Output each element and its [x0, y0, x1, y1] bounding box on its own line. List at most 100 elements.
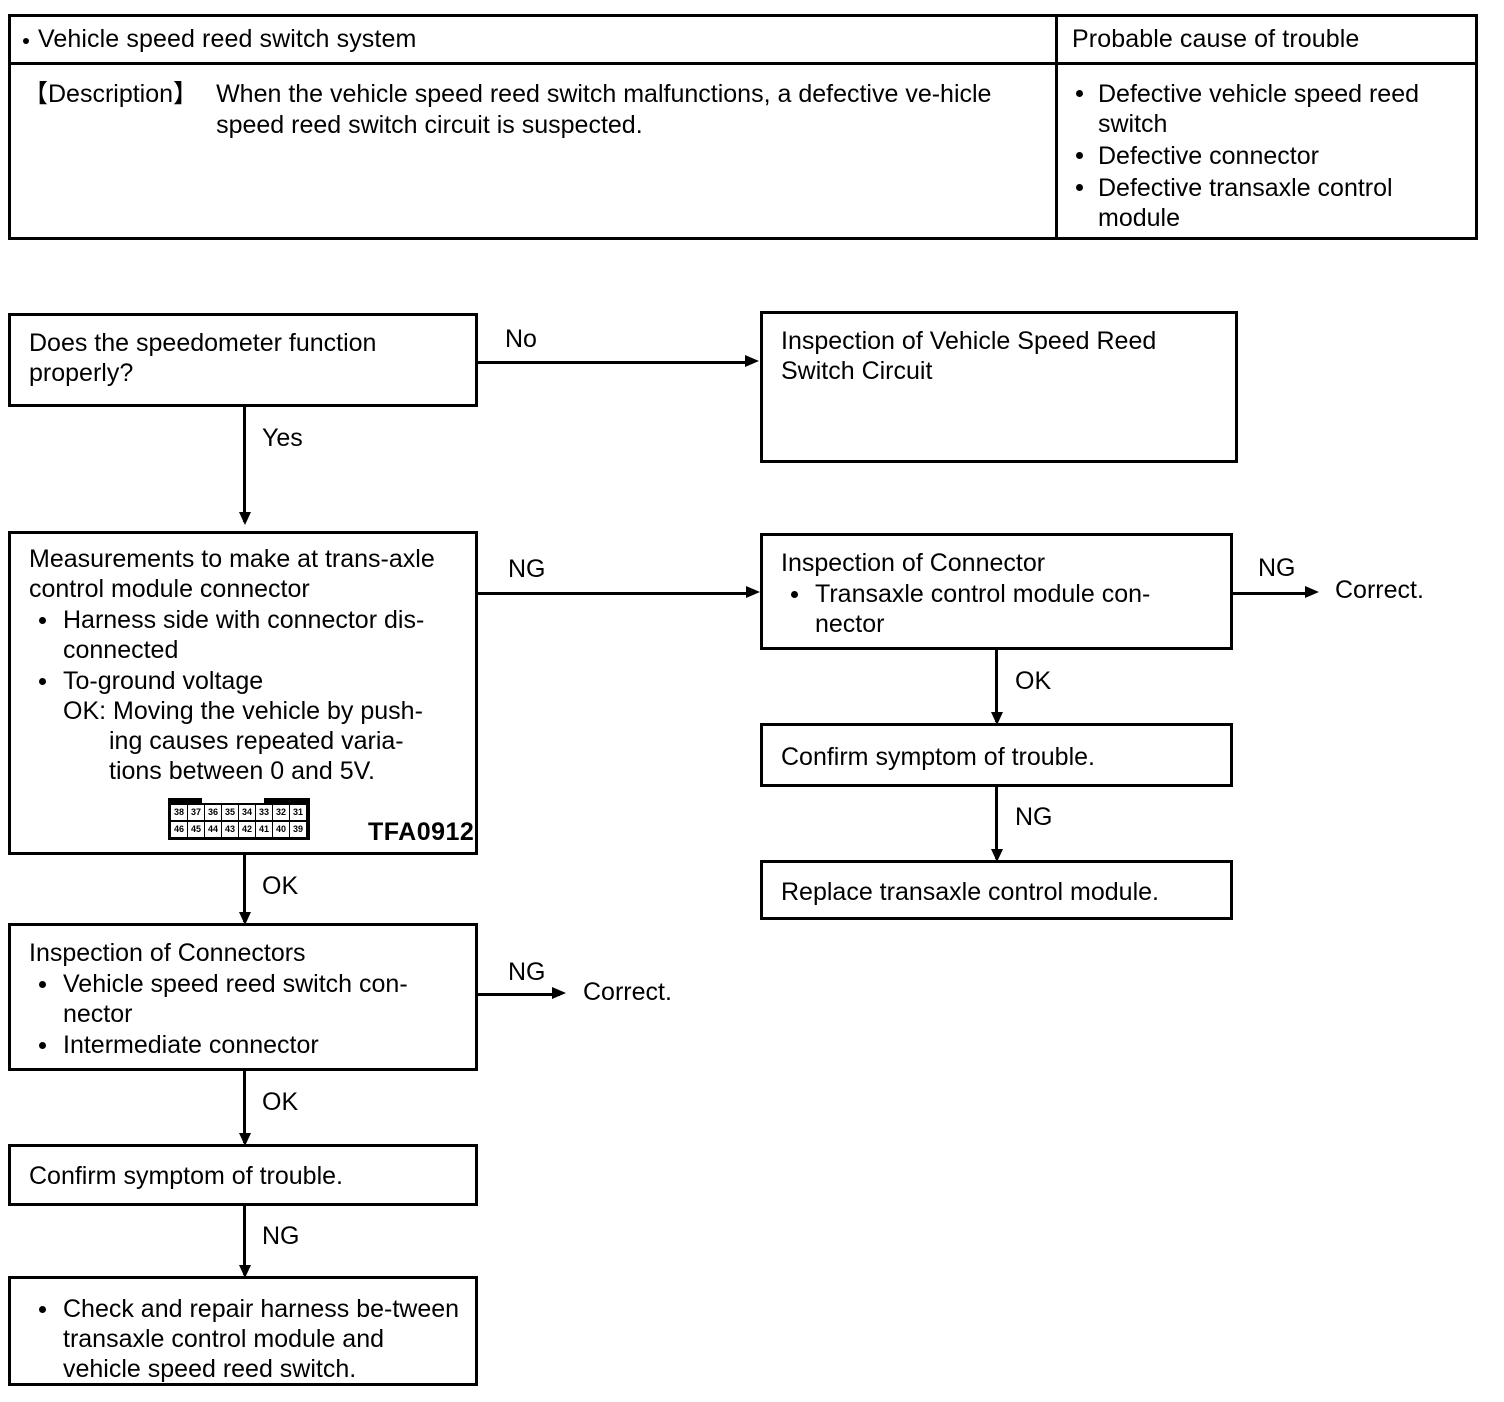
terminal-correct-right: Correct.: [1335, 576, 1424, 604]
box-inspection-circuit: Inspection of Vehicle Speed Reed Switch …: [760, 311, 1238, 463]
box-measurements-title: Measurements to make at trans-axle contr…: [29, 545, 435, 603]
pin: 33: [256, 805, 272, 820]
pin: 42: [239, 822, 255, 837]
arrow-ng-correct-right-head: [1305, 586, 1319, 598]
description-label: 【Description】: [23, 80, 199, 108]
pin: 44: [205, 822, 221, 837]
box-measurements-bullets: Harness side with connector dis-connecte…: [29, 605, 461, 696]
arrow-no-line: [478, 361, 748, 364]
description-wrap: 【Description】 When the vehicle speed ree…: [23, 79, 1043, 140]
edge-label-ok-left-2: OK: [262, 1088, 299, 1116]
pin: 39: [290, 822, 306, 837]
arrow-ng-right-line: [995, 787, 998, 859]
edge-label-no: No: [505, 325, 537, 353]
box-confirm-symptom-left-text: Confirm symptom of trouble.: [29, 1162, 343, 1190]
trouble-table: Vehicle speed reed switch system Probabl…: [8, 14, 1478, 240]
table-header-row: Vehicle speed reed switch system Probabl…: [11, 17, 1475, 65]
box-measurements-ok-line: OK: Moving the vehicle by push-: [63, 697, 423, 725]
pin: 38: [171, 805, 187, 820]
edge-label-ng-left: NG: [508, 958, 546, 986]
box-confirm-symptom-left: Confirm symptom of trouble.: [8, 1144, 478, 1206]
arrow-ng-correct-left-line: [478, 993, 560, 996]
list-item: Intermediate connector: [29, 1030, 461, 1060]
list-item: Defective transaxle control module: [1072, 173, 1461, 233]
pin: 31: [290, 805, 306, 820]
bullet-icon: [23, 38, 29, 44]
box-measurements-ok-line3: tions between 0 and 5V.: [109, 757, 375, 785]
arrow-ng-left-head: [239, 1265, 251, 1278]
table-header-right-cell: Probable cause of trouble: [1058, 17, 1475, 62]
figure-code-label: TFA0912: [368, 818, 475, 846]
box-inspection-connector-title: Inspection of Connector: [781, 549, 1046, 577]
causes-cell: Defective vehicle speed reed switch Defe…: [1058, 65, 1475, 237]
pin: 34: [239, 805, 255, 820]
arrow-ok-left-head: [239, 912, 251, 925]
box-speedometer-question: Does the speedometer function properly?: [8, 313, 478, 407]
box-inspection-connectors-left: Inspection of Connectors Vehicle speed r…: [8, 923, 478, 1071]
box-speedometer-text: Does the speedometer function properly?: [29, 329, 377, 387]
box-check-repair-harness: Check and repair harness be-tween transa…: [8, 1276, 478, 1386]
connector-pinout-diagram: 38 37 36 35 34 33 32 31 46 45 44 43 42 4…: [168, 798, 310, 840]
description-text: When the vehicle speed reed switch malfu…: [216, 80, 992, 139]
arrow-ng-right-head: [991, 849, 1003, 862]
table-header-left-cell: Vehicle speed reed switch system: [11, 17, 1058, 62]
box-inspection-connector-bullets: Transaxle control module con-nector: [781, 579, 1216, 639]
arrow-ok-left-line-2: [243, 1071, 246, 1143]
probable-cause-title: Probable cause of trouble: [1072, 25, 1360, 53]
arrow-yes-head: [239, 512, 251, 525]
box-replace-module: Replace transaxle control module.: [760, 860, 1233, 920]
pin: 35: [222, 805, 238, 820]
list-item: Transaxle control module con-nector: [781, 579, 1216, 639]
connector-pin-rows: 38 37 36 35 34 33 32 31 46 45 44 43 42 4…: [171, 805, 307, 839]
table-body-row: 【Description】 When the vehicle speed ree…: [11, 65, 1475, 237]
arrow-ok-right-line: [995, 650, 998, 722]
terminal-correct-left: Correct.: [583, 978, 672, 1006]
box-confirm-symptom-right-text: Confirm symptom of trouble.: [781, 743, 1095, 771]
edge-label-ng-right-2: NG: [1015, 803, 1053, 831]
causes-list: Defective vehicle speed reed switch Defe…: [1072, 79, 1461, 235]
list-item: Harness side with connector dis-connecte…: [29, 605, 461, 665]
list-item: To-ground voltage: [29, 666, 461, 696]
pin: 32: [273, 805, 289, 820]
arrow-ng-correct-right-line: [1233, 592, 1311, 595]
arrow-ok-left-head-2: [239, 1133, 251, 1146]
arrow-yes-line: [243, 407, 246, 522]
box-replace-module-text: Replace transaxle control module.: [781, 878, 1159, 906]
arrow-no-head: [745, 355, 759, 367]
arrow-ng-correct-left-head: [552, 987, 566, 999]
list-item: Vehicle speed reed switch con-nector: [29, 969, 461, 1029]
arrow-ok-right-head: [991, 712, 1003, 725]
pin: 43: [222, 822, 238, 837]
system-title-wrap: Vehicle speed reed switch system: [23, 25, 416, 54]
list-item: Defective connector: [1072, 141, 1461, 171]
pin: 36: [205, 805, 221, 820]
edge-label-yes: Yes: [262, 424, 303, 452]
arrow-ng-measurements-line: [478, 592, 753, 595]
box-measurements-ok-line2: ing causes repeated varia-: [109, 727, 404, 755]
connector-notch: [202, 798, 264, 803]
pin: 41: [256, 822, 272, 837]
list-item: Defective vehicle speed reed switch: [1072, 79, 1461, 139]
pin: 45: [188, 822, 204, 837]
box-inspection-connectors-left-title: Inspection of Connectors: [29, 939, 306, 967]
list-item: Check and repair harness be-tween transa…: [29, 1294, 461, 1384]
box-confirm-symptom-right: Confirm symptom of trouble.: [760, 723, 1233, 787]
arrow-ng-measurements-head: [746, 586, 760, 598]
edge-label-ok-right: OK: [1015, 667, 1052, 695]
box-measurements: Measurements to make at trans-axle contr…: [8, 531, 478, 855]
edge-label-ng-right: NG: [1258, 554, 1296, 582]
edge-label-ng-left-2: NG: [262, 1222, 300, 1250]
edge-label-ok-left: OK: [262, 872, 299, 900]
arrow-ng-left-line: [243, 1206, 246, 1275]
system-title: Vehicle speed reed switch system: [38, 25, 417, 53]
arrow-ok-left-line: [243, 855, 246, 922]
pin: 46: [171, 822, 187, 837]
box-inspection-connector: Inspection of Connector Transaxle contro…: [760, 533, 1233, 650]
connector-pin-row-top: 38 37 36 35 34 33 32 31: [171, 805, 307, 820]
box-inspection-connectors-left-bullets: Vehicle speed reed switch con-nector Int…: [29, 969, 461, 1060]
connector-pin-row-bottom: 46 45 44 43 42 41 40 39: [171, 822, 307, 837]
pin: 40: [273, 822, 289, 837]
box-check-repair-bullets: Check and repair harness be-tween transa…: [29, 1294, 461, 1384]
box-inspection-circuit-text: Inspection of Vehicle Speed Reed Switch …: [781, 327, 1157, 385]
